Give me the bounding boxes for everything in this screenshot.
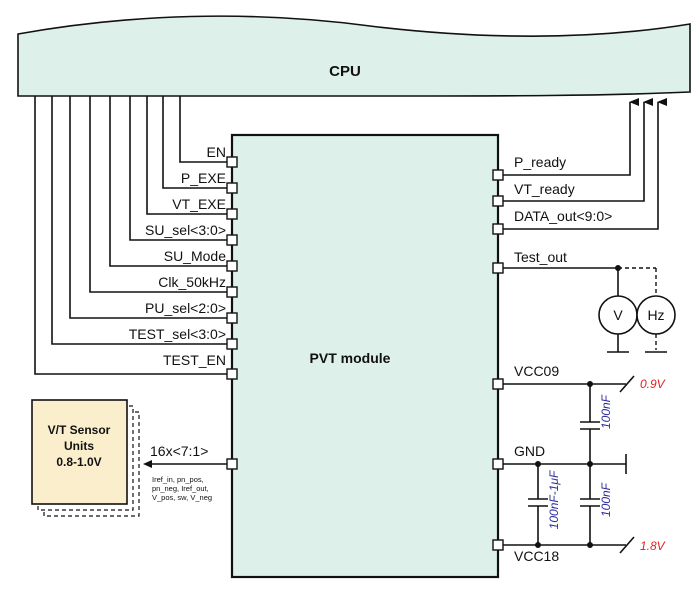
bus-signals-3: V_pos, sw, V_neg [152, 493, 212, 502]
pin-label-clk: Clk_50kHz [158, 274, 226, 290]
pin-label-p-ready: P_ready [514, 154, 566, 170]
pin-label-vcc18: VCC18 [514, 548, 559, 564]
sensor-line2: Units [64, 439, 94, 453]
pin-label-vt-exe: VT_EXE [172, 196, 226, 212]
bus-signals-2: pn_neg, Iref_out, [152, 484, 209, 493]
pvt-module-block: PVT module [230, 133, 500, 579]
pin-label-vt-ready: VT_ready [514, 181, 575, 197]
supply-18-terminal [619, 536, 635, 554]
voltage-09-label: 0.9V [640, 377, 666, 391]
cap-top-label: 100nF [599, 394, 613, 429]
power-network: 0.9V 100nF 100nF-1μF 100nF 1.8V [503, 375, 666, 554]
sensor-line1: V/T Sensor [48, 423, 111, 437]
pin-label-pu-sel: PU_sel<2:0> [145, 300, 226, 316]
left-control-wires [34, 96, 232, 375]
pin-label-vcc09: VCC09 [514, 363, 559, 379]
cpu-label: CPU [329, 63, 361, 80]
voltage-18-label: 1.8V [640, 539, 666, 553]
pin-label-su-sel: SU_sel<3:0> [145, 222, 226, 238]
frequency-meter-label: Hz [647, 307, 664, 323]
power-pins: VCC09 GND VCC18 [492, 363, 559, 564]
supply-09-terminal [619, 375, 635, 393]
pin-label-gnd: GND [514, 443, 545, 459]
bus-signals-1: Iref_in, pn_pos, [152, 475, 204, 484]
sensor-line3: 0.8-1.0V [56, 455, 101, 469]
left-pin-labels: EN P_EXE VT_EXE SU_sel<3:0> SU_Mode Clk_… [129, 144, 226, 368]
voltmeter-label: V [613, 307, 623, 323]
pin-label-p-exe: P_EXE [181, 170, 226, 186]
cap-right-label: 100nF [599, 482, 613, 517]
sensor-bus: 16x<7:1> Iref_in, pn_pos, pn_neg, Iref_o… [143, 443, 238, 502]
pin-label-en: EN [207, 144, 226, 160]
pin-label-test-sel: TEST_sel<3:0> [129, 326, 226, 342]
cap-left-label: 100nF-1μF [547, 470, 561, 529]
pin-label-test-en: TEST_EN [163, 352, 226, 368]
pin-label-data-out: DATA_out<9:0> [514, 208, 612, 224]
sensor-units-stack: V/T Sensor Units 0.8-1.0V [31, 399, 140, 517]
right-output-wires [498, 98, 667, 230]
module-label: PVT module [310, 350, 391, 366]
test-out-section: Test_out V Hz [492, 249, 676, 353]
pin-label-test-out: Test_out [514, 249, 567, 265]
bus-pin-label: 16x<7:1> [150, 443, 208, 459]
pin-label-su-mode: SU_Mode [164, 248, 226, 264]
right-output-pins: P_ready VT_ready DATA_out<9:0> [492, 154, 612, 235]
left-pin-squares [226, 156, 238, 380]
cpu-block: CPU [17, 15, 691, 97]
